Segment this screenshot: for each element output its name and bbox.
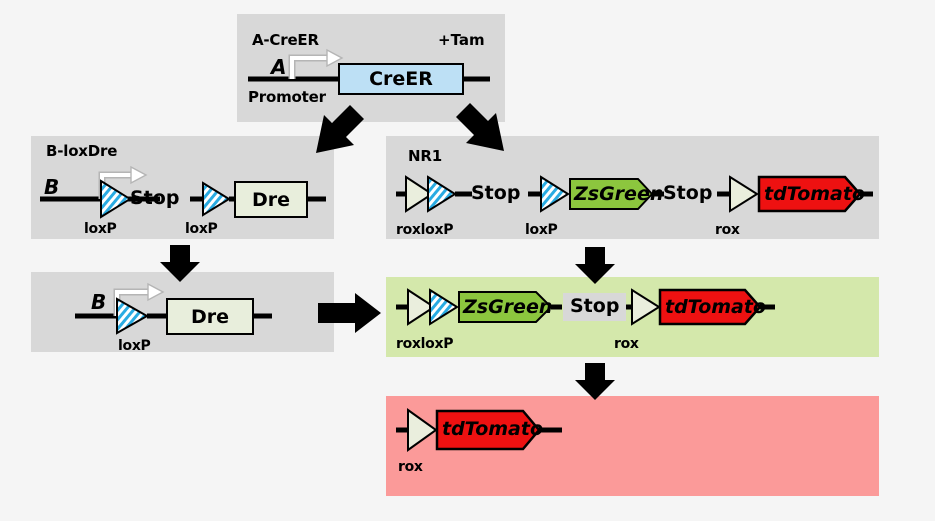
site-label-rox-zsgreen: rox (614, 336, 639, 352)
stop-label-bloxdre: Stop (130, 187, 180, 209)
label-b-loxdre: B-loxDre (46, 142, 118, 160)
stop-label-nr1-1: Stop (471, 182, 521, 204)
gene-box-dre-recombined: Dre (166, 298, 254, 335)
site-label-rox-tdtomato: rox (398, 459, 423, 475)
promoter-label: Promoter (248, 88, 326, 106)
site-label-loxp-recombined: loxP (118, 338, 151, 354)
arrow-zsgreen-down (575, 363, 615, 400)
label-a-creer: A-CreER (252, 31, 319, 49)
site-label-roxloxp-nr1: roxloxP (396, 222, 454, 238)
gene-arrow-text-tdtomato-zsgreen-panel: tdTomato (665, 296, 767, 318)
allele-letter-b: B (44, 175, 60, 199)
site-label-roxloxp-zsgreen: roxloxP (396, 336, 454, 352)
gene-box-creer: CreER (338, 63, 464, 95)
label-plus-tam: +Tam (438, 31, 485, 49)
allele-letter-a: A (271, 55, 287, 79)
stop-label-nr1-2: Stop (663, 182, 713, 204)
gene-arrow-text-tdtomato: tdTomato (764, 183, 866, 205)
allele-letter-b-recombined: B (91, 290, 107, 314)
panel-nr1-tdtomato (386, 396, 879, 496)
site-label-loxp-1: loxP (84, 221, 117, 237)
site-label-rox-nr1: rox (715, 222, 740, 238)
gene-arrow-text-tdtomato-final: tdTomato (442, 418, 544, 440)
gene-box-dre: Dre (234, 181, 308, 218)
site-label-loxp-2: loxP (185, 221, 218, 237)
gene-arrow-text-zsgreen-active: ZsGreen (463, 296, 553, 318)
gene-arrow-text-zsgreen: ZsGreen (574, 183, 664, 205)
label-nr1: NR1 (408, 147, 442, 165)
stop-label-zsgreen-panel: Stop (563, 293, 627, 321)
site-label-loxp-nr1: loxP (525, 222, 558, 238)
